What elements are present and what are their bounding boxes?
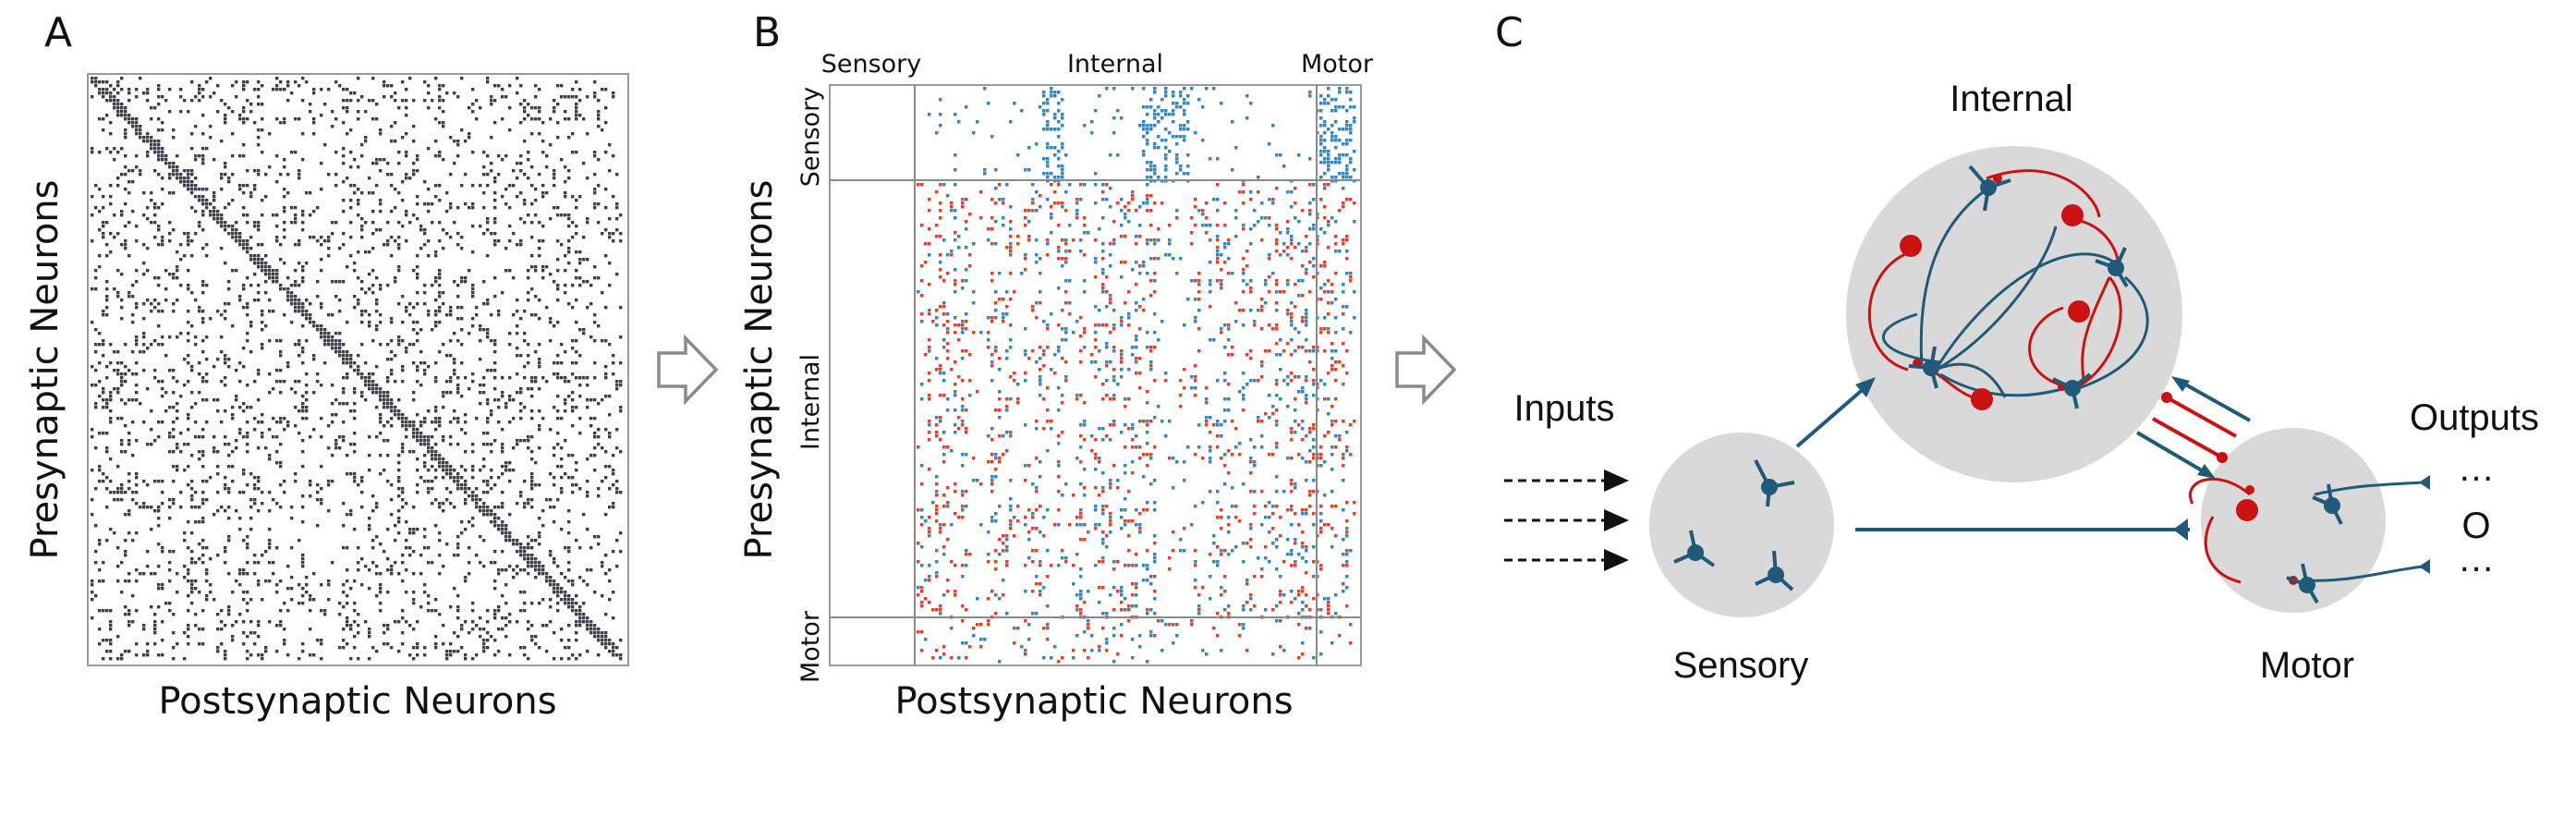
output-arrowhead-1 (2419, 475, 2430, 490)
internal-excitatory-neuron-4 (2052, 372, 2092, 409)
motor-synapse-1 (2245, 485, 2254, 494)
internal-inhibitory-neuron-4 (1971, 388, 1993, 410)
panel-b-top-group-motor: Motor (1301, 50, 1374, 79)
sensory-neuron-3 (1755, 550, 1794, 591)
panel-b-letter: B (753, 9, 781, 56)
panel-b-signed-connectivity-matrix (917, 87, 1356, 664)
internal-excitatory-neuron-1 (1968, 165, 2011, 212)
panel-b-side-group-sensory: Sensory (796, 87, 825, 188)
output-o: O (2461, 506, 2490, 546)
motor-neuron-1 (2312, 483, 2343, 525)
sensory-to-internal-connection (1795, 384, 1868, 448)
internal-inhibitory-neuron-2 (2061, 204, 2084, 226)
panel-a-xlabel: Postsynaptic Neurons (158, 680, 556, 723)
motor-to-internal-inhibitory-terminal-1 (2161, 392, 2172, 403)
motor-to-internal-connection-1 (2180, 380, 2251, 422)
internal-excitatory-neuron-2 (2095, 247, 2129, 288)
internal-to-motor-connection (2135, 431, 2208, 475)
transition-arrow-b-to-c (1395, 334, 1457, 406)
sensory-to-motor-arrowhead (2173, 518, 2188, 541)
output-ellipsis-bottom: … (2458, 539, 2495, 579)
sensory-neuron-2 (1673, 530, 1716, 567)
internal-inhibitory-neuron-3 (2068, 300, 2090, 323)
internal-network-edges (1867, 169, 2149, 399)
motor-node-label: Motor (2260, 645, 2354, 686)
panel-b-side-group-motor: Motor (796, 610, 825, 683)
panel-b-top-group-internal: Internal (1067, 50, 1163, 79)
inputs-label: Inputs (1514, 388, 1615, 429)
motor-inhibitory-neuron (2236, 499, 2258, 521)
sensory-to-internal-arrowhead (1855, 377, 1876, 397)
panel-b-top-group-sensory: Sensory (821, 50, 922, 79)
motor-to-internal-inhibitory-1 (2166, 396, 2237, 438)
panel-c-letter: C (1495, 9, 1524, 56)
output-ellipsis-top: … (2458, 448, 2495, 489)
sensory-neuron-1 (1754, 459, 1795, 507)
internal-to-motor-inhibitory-terminal (2217, 452, 2228, 463)
panel-b-xlabel: Postsynaptic Neurons (894, 680, 1293, 723)
sensory-node (1649, 433, 1834, 617)
panel-c: C Internal Sensory Motor Inputs Outputs … (1495, 9, 2539, 686)
internal-inhibitory-neuron-1 (1900, 235, 1922, 257)
panel-a-letter: A (44, 9, 72, 56)
internal-node (1846, 146, 2182, 482)
outputs-label: Outputs (2410, 397, 2539, 438)
motor-network-edges (2189, 477, 2424, 584)
panel-b: B Sensory Internal Motor Sensory Interna… (738, 9, 1374, 723)
motor-node (2201, 428, 2386, 613)
panel-a-ylabel: Presynaptic Neurons (24, 180, 67, 560)
input-arrows (1504, 469, 1629, 571)
panel-b-ylabel: Presynaptic Neurons (738, 180, 781, 560)
sensory-node-label: Sensory (1673, 645, 1809, 686)
transition-arrow-a-to-b (657, 334, 719, 406)
motor-to-internal-arrowhead-1 (2171, 376, 2190, 392)
internal-to-motor-arrowhead (2197, 464, 2216, 479)
internal-synapse-1 (1993, 174, 2002, 183)
panel-a-connectivity-matrix (91, 77, 623, 661)
motor-neuron-2 (2286, 563, 2319, 604)
internal-excitatory-neuron-3 (1908, 346, 1939, 389)
panel-a: A Presynaptic Neurons Postsynaptic Neuro… (24, 9, 629, 723)
output-arrowhead-2 (2419, 559, 2430, 574)
internal-node-label: Internal (1950, 79, 2072, 119)
panel-b-side-group-internal: Internal (796, 354, 825, 450)
internal-to-motor-inhibitory (2152, 417, 2223, 459)
